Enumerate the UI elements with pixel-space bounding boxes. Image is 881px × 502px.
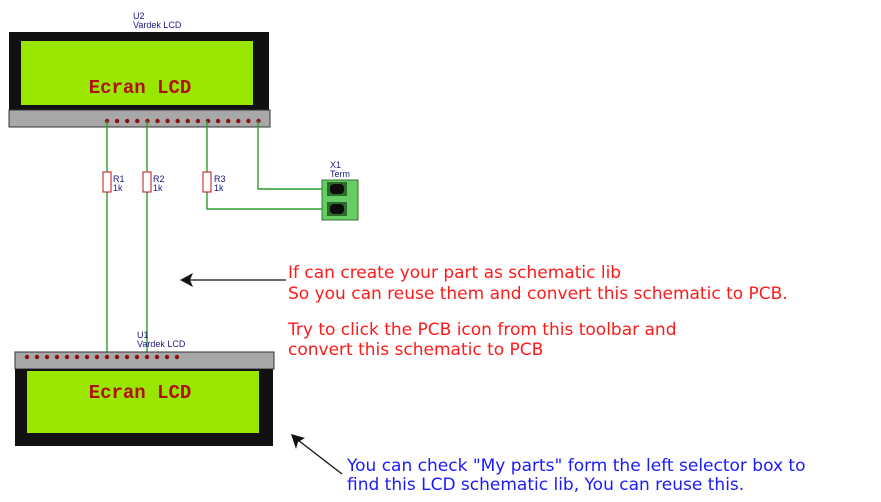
u2-screen [21,41,253,105]
note-parts-line2: find this LCD schematic lib, You can reu… [347,475,744,495]
u1-pin-6[interactable] [74,354,80,360]
u1-pin-7[interactable] [84,354,90,360]
u1-pin-14[interactable] [154,354,160,360]
r2-body [142,171,152,193]
resistor-r2[interactable]: R2 1k [142,171,165,193]
u2-pin-12[interactable] [215,118,221,124]
r3-value-label: 1k [214,183,224,193]
u1-pin-13[interactable] [144,354,150,360]
arrow-left-icon [180,273,286,287]
u1-pin-header [14,351,275,370]
r2-ref-label: R2 [153,174,165,184]
u2-value-label: Vardek LCD [133,20,182,30]
note-pcb-line1: Try to click the PCB icon from this tool… [287,320,677,340]
u1-pin-9[interactable] [104,354,110,360]
u2-pin-10[interactable] [195,118,201,124]
x1-screw-1 [330,184,344,194]
wire-r3-term [206,121,327,210]
u1-pin-12[interactable] [134,354,140,360]
u1-value-label: Vardek LCD [137,339,186,349]
u1-pin-5[interactable] [64,354,70,360]
r1-body [102,171,112,193]
note-convert-pcb: Try to click the PCB icon from this tool… [287,320,677,360]
u2-pin-7[interactable] [165,118,170,124]
u2-pin-3[interactable] [125,118,130,124]
u2-pin-6[interactable] [155,118,160,124]
u2-pins [104,118,261,124]
u1-pin-8[interactable] [94,354,100,360]
u2-pin-15[interactable] [246,118,251,124]
note-lib-line2: So you can reuse them and convert this s… [288,284,788,304]
u1-pins [24,354,180,360]
note-my-parts: You can check "My parts" form the left s… [346,456,806,495]
wire-u2-term [257,121,327,190]
u1-pin-10[interactable] [114,354,120,360]
r2-value-label: 1k [153,183,163,193]
u1-pin-16[interactable] [174,354,180,360]
r3-body [202,171,212,193]
u2-pin-9[interactable] [185,118,190,124]
resistor-r1[interactable]: R1 1k [102,171,125,193]
terminal-x1[interactable]: X1 Term [321,160,359,221]
u2-pin-13[interactable] [226,118,231,124]
u1-pin-11[interactable] [124,354,130,360]
u1-screen-text: Ecran LCD [89,382,192,404]
note-lib-line1: If can create your part as schematic lib [288,263,621,283]
wires [106,121,327,357]
u1-pin-4[interactable] [54,354,60,360]
arrow-up-left-icon [291,434,343,475]
u2-screen-text: Ecran LCD [89,77,192,99]
u2-pin-4[interactable] [135,118,140,124]
u1-pin-15[interactable] [164,354,170,360]
resistor-r3[interactable]: R3 1k [202,171,226,193]
x1-ref-label: X1 [330,160,341,170]
lcd-u2[interactable]: U2 Vardek LCD Ecran LCD [8,11,271,128]
u1-pin-3[interactable] [44,354,50,360]
x1-value-label: Term [330,169,350,179]
u2-pin-2[interactable] [114,118,120,124]
u1-ref-label: U1 [137,330,149,340]
u1-pin-2[interactable] [34,354,40,360]
u1-pin-1[interactable] [24,354,30,360]
u2-ref-label: U2 [133,11,145,21]
lcd-u1[interactable]: U1 Vardek LCD Ecran LCD [14,330,275,446]
note-parts-line1: You can check "My parts" form the left s… [346,456,806,476]
r1-ref-label: R1 [113,174,125,184]
note-schematic-lib: If can create your part as schematic lib… [288,263,788,304]
u2-pin-8[interactable] [175,118,180,124]
u2-pin-header [8,109,271,128]
note-pcb-line2: convert this schematic to PCB [288,340,543,360]
u1-screen [27,371,259,433]
x1-screw-2 [330,204,344,214]
u2-pin-14[interactable] [236,118,241,124]
r1-value-label: 1k [113,183,123,193]
r3-ref-label: R3 [214,174,226,184]
